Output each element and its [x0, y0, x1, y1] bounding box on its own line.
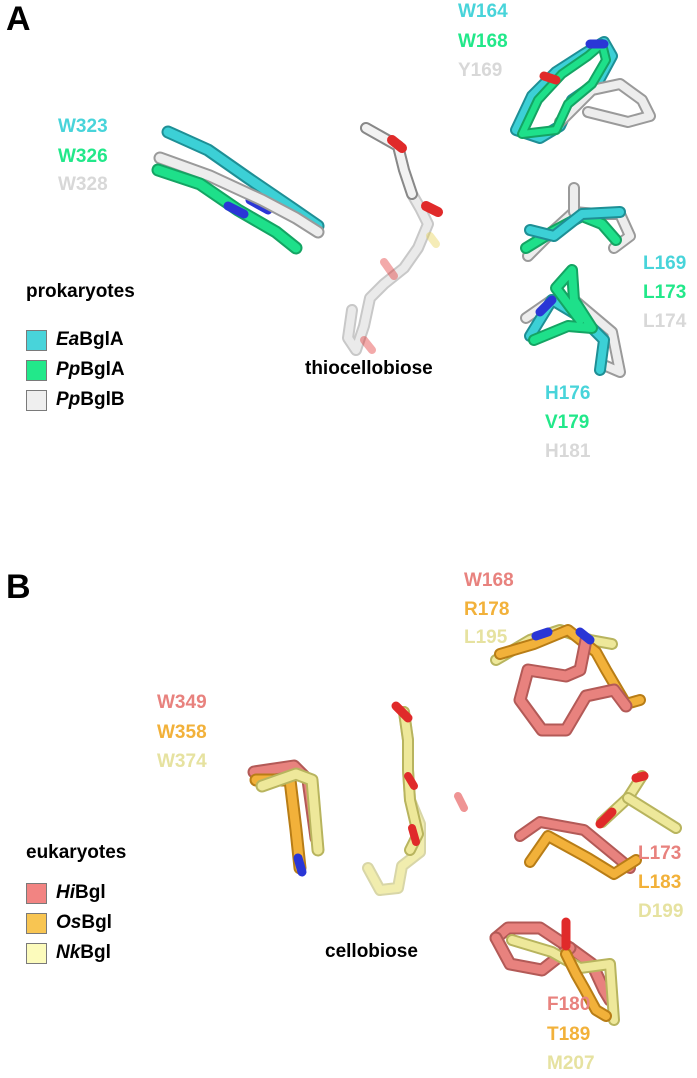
residue-v179-stick	[528, 264, 598, 346]
residue-w168-stick	[517, 39, 611, 139]
residue-label-b-top-3: L195	[464, 627, 508, 648]
legend-a-title: prokaryotes	[26, 281, 135, 302]
residue-label-bottom-3: H181	[545, 441, 591, 462]
residue-label-b-left-3: W374	[157, 751, 207, 772]
legend-b-swatch-3	[26, 942, 47, 964]
residue-label-bottom-2: V179	[545, 412, 590, 433]
residue-label-b-mid-1: L173	[638, 843, 682, 864]
residue-label-b-top-2: R178	[464, 599, 510, 620]
residue-label-b-bottom-2: T189	[547, 1024, 591, 1045]
residue-label-b-left-1: W349	[157, 692, 207, 713]
legend-b-swatch-2	[26, 912, 47, 934]
residue-l169-stick	[520, 206, 626, 254]
residue-label-mid-2: L173	[643, 282, 687, 303]
residue-label-left-1: W323	[58, 116, 108, 137]
ligand-thiocellobiose-stick	[342, 122, 443, 356]
legend-b-label-1: HiBgl	[56, 882, 106, 903]
residue-label-mid-3: L174	[643, 311, 687, 332]
residue-w168b-stick	[513, 627, 633, 737]
legend-b-item-2: OsBgl	[26, 910, 112, 936]
panel-a-letter: A	[6, 0, 31, 38]
residue-label-b-mid-2: L183	[638, 872, 682, 893]
residue-label-b-bottom-3: M207	[547, 1053, 595, 1074]
residue-label-top-1: W164	[458, 1, 508, 22]
residue-label-b-mid-3: D199	[638, 901, 684, 922]
legend-a-label-2: PpBglA	[56, 359, 125, 380]
legend-b-item-3: NkBgl	[26, 940, 111, 966]
residue-d199-stick	[595, 770, 682, 834]
residue-label-top-3: Y169	[458, 60, 503, 81]
residue-m207-stick	[506, 934, 620, 1026]
legend-a-item-3: PpBglB	[26, 387, 125, 413]
residue-label-top-2: W168	[458, 31, 508, 52]
legend-a-swatch-1	[26, 329, 47, 351]
legend-b-swatch-1	[26, 882, 47, 904]
panel-b-structure	[247, 624, 682, 1026]
legend-b-label-2: OsBgl	[56, 912, 112, 933]
residue-label-left-2: W326	[58, 146, 108, 167]
legend-a-label-3: PpBglB	[56, 389, 125, 410]
residue-label-b-bottom-1: F180	[547, 994, 591, 1015]
residue-l183-stick	[524, 830, 642, 880]
residue-w358-stick	[249, 773, 307, 877]
ligand-label-b: cellobiose	[325, 941, 418, 962]
residue-label-b-left-2: W358	[157, 722, 207, 743]
residue-w328-stick	[153, 151, 325, 239]
legend-a-label-1: EaBglA	[56, 329, 124, 350]
residue-y169-stick	[554, 78, 656, 128]
residue-label-mid-1: L169	[643, 253, 687, 274]
residue-label-bottom-1: H176	[545, 383, 591, 404]
legend-a-swatch-2	[26, 359, 47, 381]
legend-a-item-2: PpBglA	[26, 357, 125, 383]
residue-w326-stick	[151, 163, 303, 255]
residue-l173b-stick	[514, 816, 636, 874]
residue-label-b-top-1: W168	[464, 570, 514, 591]
ligand-cellobiose-stick	[362, 701, 468, 896]
legend-b-item-1: HiBgl	[26, 880, 106, 906]
residue-label-left-3: W328	[58, 174, 108, 195]
panel-a-structure	[151, 36, 656, 378]
legend-a-swatch-3	[26, 389, 47, 411]
panel-b-letter: B	[6, 568, 31, 606]
legend-b-title: eukaryotes	[26, 842, 127, 863]
residue-t189-stick	[560, 917, 612, 1022]
legend-b-label-3: NkBgl	[56, 942, 111, 963]
legend-a-item-1: EaBglA	[26, 327, 124, 353]
ligand-label-a: thiocellobiose	[305, 358, 433, 379]
residue-w374-stick	[255, 767, 325, 857]
